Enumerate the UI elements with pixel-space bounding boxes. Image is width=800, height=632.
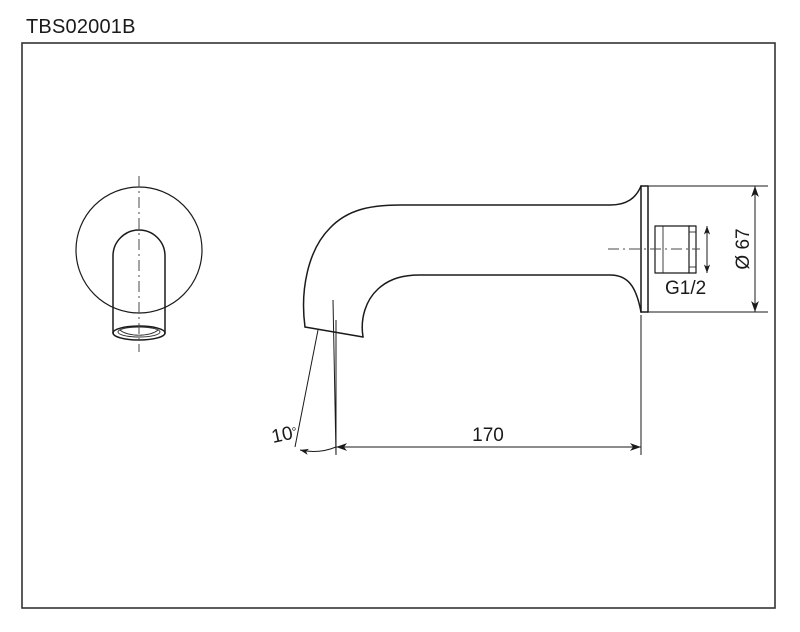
front-view-spout-tube — [112, 229, 166, 334]
flange-diameter-label: Ø 67 — [733, 228, 754, 269]
outlet-angle-dimension: 10 ° — [270, 299, 337, 456]
thread-size-label: G1/2 — [665, 278, 706, 299]
side-view — [302, 185, 711, 338]
outlet-angle-label: 10 — [270, 423, 295, 448]
projection-length-label: 170 — [472, 425, 504, 446]
side-view-lower-profile — [361, 274, 642, 338]
angle-reference-vertical — [332, 299, 337, 456]
outlet-angle-degree-symbol: ° — [291, 424, 299, 439]
front-view — [75, 176, 203, 352]
angle-inclined-line — [294, 329, 319, 448]
projection-length-dimension: 170 — [335, 315, 642, 455]
flange-diameter-dimension: Ø 67 — [648, 185, 768, 313]
angle-arc-leader — [299, 446, 337, 455]
drawing-frame — [21, 42, 776, 609]
side-view-upper-profile — [302, 185, 642, 328]
front-view-aerator-arc — [119, 329, 159, 336]
page-title: TBS02001B — [26, 16, 136, 38]
